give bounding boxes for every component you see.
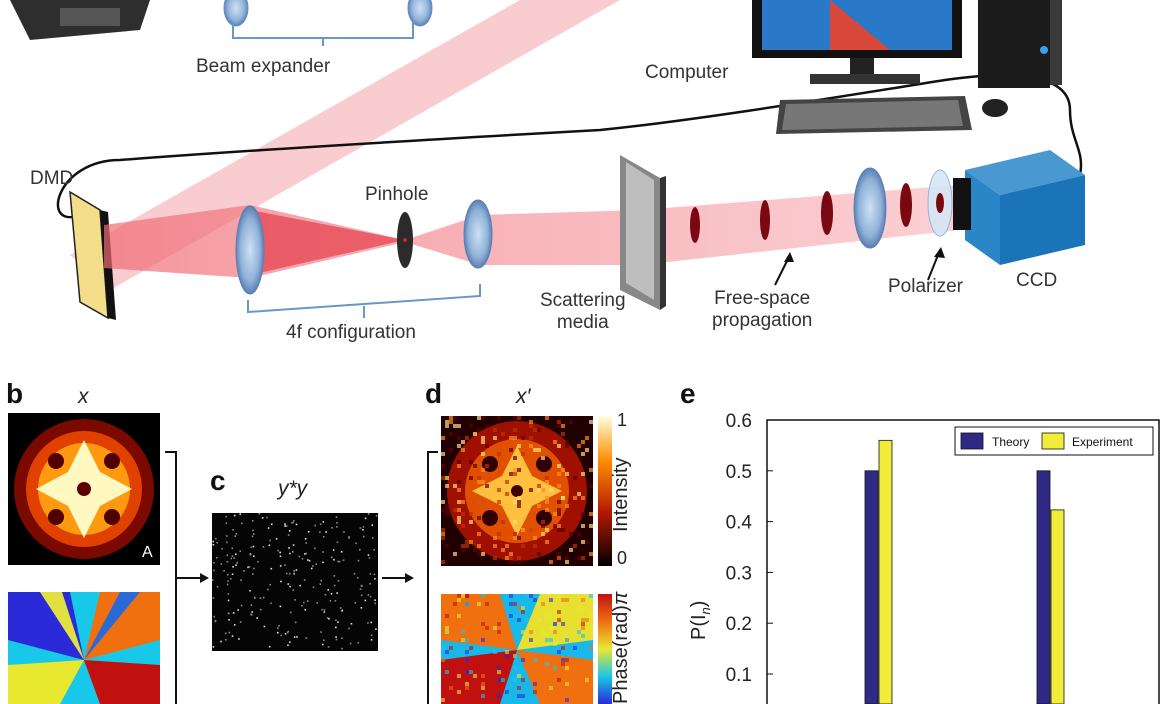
label-4f-configuration: 4f configuration	[286, 322, 416, 343]
collect-lens	[853, 167, 887, 249]
panel-d-bracket	[427, 451, 438, 704]
legend-swatch-experiment	[1041, 432, 1065, 450]
expander-lens-2	[407, 0, 433, 27]
legend-swatch-theory	[960, 432, 984, 450]
bar-experiment-1	[878, 439, 893, 704]
label-pinhole: Pinhole	[365, 184, 429, 205]
panel-b-phase	[8, 592, 160, 704]
chart-legend: Theory Experiment	[954, 426, 1154, 456]
colorbar-intensity-label: Intensity	[610, 457, 632, 532]
chart-axes-box	[766, 419, 1160, 704]
speckle-plane-3	[821, 191, 833, 235]
speckle-plane-4	[900, 183, 912, 227]
y-tick-label: 0.3	[726, 563, 752, 584]
4f-bracket	[247, 284, 481, 318]
scattering-media	[620, 155, 666, 310]
label-scattering-line2: media	[556, 311, 609, 333]
chart-y-axis-label: P(In)	[688, 601, 713, 640]
y-tick-label: 0.6	[726, 411, 752, 432]
ylabel-sub: n	[698, 607, 713, 615]
intensity-colorbar	[598, 416, 612, 566]
panel-d-phase	[441, 594, 593, 704]
y-tick-label: 0.4	[726, 513, 753, 534]
colorbar-bottom-label: 0	[617, 548, 628, 568]
panel-d-variable: x′	[516, 385, 531, 408]
ccd-camera	[953, 150, 1085, 265]
panel-b-corner-label: A	[142, 544, 153, 561]
label-ccd: CCD	[1016, 270, 1058, 291]
beam-expander-bracket	[232, 22, 414, 46]
expander-lens-1	[223, 0, 249, 27]
phase-colorbar	[598, 594, 612, 704]
panel-letter-e: e	[680, 378, 696, 409]
speckle-plane-1	[690, 207, 700, 243]
label-free-space: Free-space propagation	[712, 288, 812, 332]
4f-lens-1	[235, 205, 265, 295]
label-dmd: DMD	[30, 168, 74, 189]
colorbar-top-label: 1	[617, 410, 628, 430]
panel-letter-d: d	[425, 378, 443, 409]
bar-theory-2	[1036, 470, 1051, 704]
panel-b-variable: x	[78, 385, 89, 408]
panel-letter-b: b	[6, 378, 24, 409]
y-tick-label: 0.5	[726, 462, 752, 483]
y-tick-label: 0.2	[726, 614, 752, 635]
legend-label-experiment: Experiment	[1072, 435, 1133, 449]
label-scattering-media: Scattering media	[540, 290, 626, 334]
panel-c-speckle	[212, 513, 378, 651]
ylabel-main: P(I	[688, 614, 710, 640]
panel-b-amplitude	[8, 413, 160, 565]
y-tick-label: 0.1	[726, 665, 752, 686]
panel-e-chart: 0.6 0.5 0.4 0.3 0.2 0.1 Theory Experiment	[726, 411, 1160, 704]
panel-c-variable: y*y	[278, 477, 308, 500]
ylabel-close: )	[688, 600, 710, 608]
cable	[56, 73, 1083, 219]
label-beam-expander: Beam expander	[196, 56, 331, 77]
bar-experiment-2	[1050, 509, 1065, 704]
laser-source	[10, 0, 150, 40]
phase-label-pi: π	[610, 591, 632, 606]
bar-theory-1	[864, 470, 879, 704]
label-free-line1: Free-space	[714, 288, 811, 309]
label-computer: Computer	[645, 62, 729, 83]
4f-lens-2	[463, 199, 493, 269]
panel-b-bracket	[165, 451, 177, 704]
label-polarizer: Polarizer	[888, 276, 963, 297]
panel-letter-c: c	[210, 465, 226, 496]
label-scattering-line1: Scattering	[540, 290, 626, 311]
label-free-line2: propagation	[712, 309, 813, 331]
panel-d-intensity	[441, 416, 593, 566]
computer	[752, 0, 1062, 134]
phase-colorbar-label: Phase(rad)π	[610, 592, 633, 704]
speckle-plane-2	[760, 200, 770, 240]
phase-label-text: Phase(rad)	[610, 605, 632, 704]
legend-label-theory: Theory	[992, 435, 1029, 449]
